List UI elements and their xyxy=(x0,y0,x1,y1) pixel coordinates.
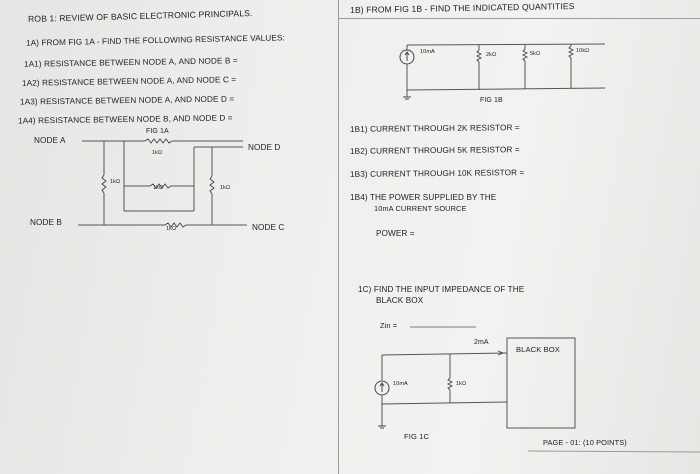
resistor-top xyxy=(144,138,173,144)
resistor-right xyxy=(209,175,215,195)
fig1a-circuit xyxy=(78,138,247,228)
node-b-label: NODE B xyxy=(30,218,62,227)
fig1b-resistor-10k xyxy=(567,45,575,59)
fig1b-resistor-5k xyxy=(521,48,529,62)
fig1a-r-bottom-label: 1kΩ xyxy=(166,226,177,232)
q1c-heading-line2: BLACK BOX xyxy=(376,296,424,305)
fig1b-circuit xyxy=(399,43,606,100)
fig1c-current-label: 2mA xyxy=(474,339,489,346)
fig1b-resistor-2k xyxy=(475,49,483,63)
fig1b-caption: FIG 1B xyxy=(480,97,503,104)
fig1c-resistor xyxy=(446,377,454,391)
q1c-heading-line1: 1C) FIND THE INPUT IMPEDANCE OF THE xyxy=(358,285,525,294)
node-d-label: NODE D xyxy=(248,143,281,152)
black-box xyxy=(506,337,576,429)
resistor-left xyxy=(101,174,107,194)
node-a-label: NODE A xyxy=(34,136,66,145)
fig1b-source-label: 10mA xyxy=(420,49,435,55)
fig1a-caption: FIG 1A xyxy=(146,128,169,135)
fig1c-circuit xyxy=(374,337,576,429)
fig1a-r-top-label: 1kΩ xyxy=(152,150,163,156)
page-footer: PAGE - 01: (10 POINTS) xyxy=(543,438,627,447)
resistor-bottom xyxy=(164,222,187,228)
header-divider xyxy=(338,18,700,19)
q1b-power-label: POWER = xyxy=(376,229,415,238)
fig1c-resistor-label: 1kΩ xyxy=(456,381,467,387)
column-divider xyxy=(338,0,339,474)
node-c-label: NODE C xyxy=(252,223,285,232)
current-arrow-icon xyxy=(497,350,505,356)
fig1b-r1-label: 2kΩ xyxy=(486,52,497,58)
resistor-mid xyxy=(149,183,172,189)
fig1c-caption: FIG 1C xyxy=(404,432,430,441)
fig1c-source-label: 10mA xyxy=(393,381,408,387)
fig1a-r-right-label: 1kΩ xyxy=(220,185,231,191)
fig1a-r-left-label: 1kΩ xyxy=(110,179,121,185)
fig1b-r2-label: 5kΩ xyxy=(530,51,541,57)
q1b-power-question-line1: 1B4) THE POWER SUPPLIED BY THE xyxy=(350,193,497,202)
q1b-power-question-line2: 10mA CURRENT SOURCE xyxy=(374,204,467,213)
black-box-label: BLACK BOX xyxy=(516,345,560,354)
zin-label: Zin = xyxy=(380,321,398,330)
fig1b-r3-label: 10kΩ xyxy=(576,48,590,54)
fig1a-r-mid-label: 1kΩ xyxy=(153,185,164,191)
